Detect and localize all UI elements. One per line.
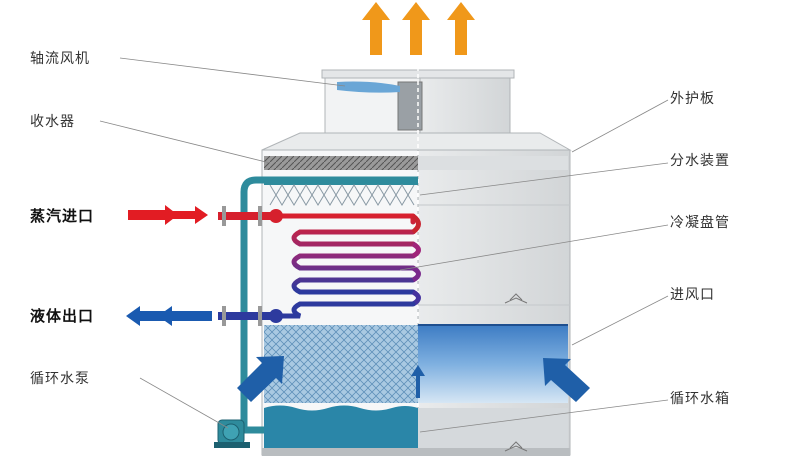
exhaust-arrow-2 bbox=[402, 2, 430, 55]
steam-inlet-arrow bbox=[128, 205, 208, 225]
label-drift-eliminator: 收水器 bbox=[30, 114, 75, 130]
label-outer-panel: 外护板 bbox=[670, 91, 715, 107]
label-axial-fan: 轴流风机 bbox=[30, 51, 90, 67]
casing-shoulder bbox=[261, 132, 572, 151]
exhaust-arrow-3 bbox=[447, 2, 475, 55]
fill-media bbox=[264, 325, 418, 403]
exhaust-arrows bbox=[362, 2, 475, 55]
air-intake-arrow-center bbox=[411, 365, 425, 398]
label-steam-inlet: 蒸汽进口 bbox=[30, 207, 95, 225]
casing-right bbox=[417, 149, 571, 456]
leader-lines bbox=[99, 57, 669, 433]
label-condensing-coil: 冷凝盘管 bbox=[670, 215, 730, 231]
circulation-pipe bbox=[240, 176, 418, 434]
label-water-distributor: 分水装置 bbox=[670, 153, 730, 169]
label-air-inlet: 进风口 bbox=[670, 287, 715, 303]
drift-eliminator bbox=[264, 156, 418, 170]
air-intake-arrow-left bbox=[237, 356, 284, 402]
water-basin bbox=[264, 405, 418, 448]
label-liquid-outlet: 液体出口 bbox=[30, 307, 95, 325]
label-circulation-tank: 循环水箱 bbox=[670, 391, 730, 407]
liquid-outlet-pipe bbox=[218, 312, 278, 320]
steam-inlet-pipe bbox=[218, 212, 278, 220]
fan-blade bbox=[337, 81, 400, 93]
label-circulation-pump: 循环水泵 bbox=[30, 371, 90, 387]
air-intake-arrow-right bbox=[543, 358, 590, 402]
exhaust-arrow-1 bbox=[362, 2, 390, 55]
liquid-outlet-arrow bbox=[126, 306, 212, 326]
